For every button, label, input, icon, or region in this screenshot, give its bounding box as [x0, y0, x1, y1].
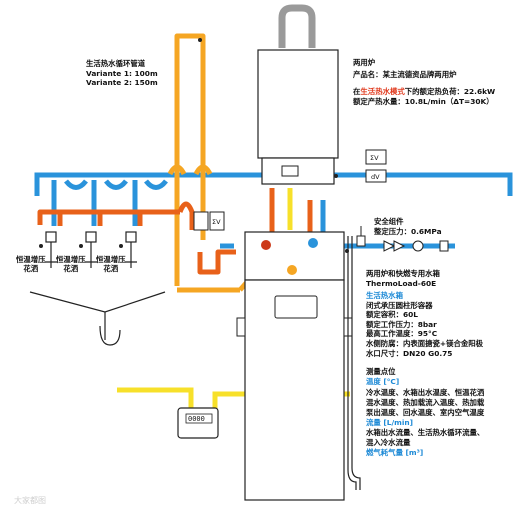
shower-valve-icons: [45, 231, 137, 268]
drain-pipe: [29, 236, 361, 490]
measure-temp-title: 温度 [°C]: [366, 377, 400, 386]
safety-title: 安全组件: [374, 217, 404, 226]
svg-text:0000: 0000: [188, 415, 205, 423]
shower-label-2: 恒温增压花洒: [56, 255, 86, 273]
measure-flow-title: 流量 [L/min]: [366, 418, 414, 427]
tank-line-3: 最高工作温度：95°C: [366, 329, 438, 338]
tank-title: 两用炉和快燃专用水箱: [366, 269, 440, 278]
measure-flow-line-1: 混入冷水流量: [366, 438, 411, 447]
boiler-load: 在生活热水模式下的额定热负荷：22.6kW: [353, 87, 496, 96]
measure-temp-line-1: 混水温度、热加载流入温度、热加载: [366, 398, 485, 407]
boiler-product: 产品名：某主流德资品牌两用炉: [353, 70, 457, 79]
circulation-title: 生活热水循环管道: [86, 59, 146, 68]
gas-meter-icon: 0000: [177, 407, 219, 439]
water-tank: [236, 231, 353, 501]
tank-model: ThermoLoad-60E: [366, 279, 437, 288]
svg-text:ΣV: ΣV: [370, 154, 379, 162]
measure-title: 测量点位: [366, 367, 396, 376]
flow-meter-icons: [193, 149, 387, 231]
tank-ports: [261, 238, 318, 275]
svg-text:dV: dV: [371, 173, 380, 181]
shower-label-1: 恒温增压花洒: [16, 255, 46, 273]
tank-line-5: 水口尺寸：DN20 G0.75: [366, 349, 453, 358]
svg-text:ΣV: ΣV: [212, 218, 221, 226]
circulation-variant-1: Variante 1: 100m: [86, 69, 158, 78]
boiler-flow: 额定产热水量：10.8L/min（ΔT=30K）: [353, 97, 494, 106]
tank-section: 生活热水箱: [366, 291, 403, 300]
boiler-title: 两用炉: [353, 58, 376, 67]
thermometer-icons: [39, 38, 349, 253]
circulation-variant-2: Variante 2: 150m: [86, 78, 158, 87]
measure-flow-line-0: 水箱出水流量、生活热水循环流量、: [366, 428, 485, 437]
tank-line-1: 额定容积：60L: [366, 310, 418, 319]
boiler: [257, 4, 339, 185]
heating-pipe: [37, 188, 313, 275]
safety-valve-icon: [356, 226, 366, 247]
measure-temp-line-2: 泵出温度、回水温度、室内空气温度: [366, 408, 485, 417]
cold-branch-loops: [64, 179, 168, 190]
measure-temp-line-0: 冷水温度、水箱出水温度、恒温花洒: [366, 388, 485, 397]
tank-line-4: 水侧防腐：内表面搪瓷+镁合金阳极: [366, 339, 484, 348]
check-valve-icon: [383, 240, 406, 252]
valve-labels: ΣV dV ΣV: [212, 154, 380, 226]
hot-crossover-loops: [167, 164, 213, 176]
watermark: 大家都图: [14, 496, 46, 505]
shower-label-3: 恒温增压花洒: [96, 255, 126, 273]
safety-pressure: 整定压力：0.6MPa: [374, 227, 442, 236]
pump-icon: [412, 240, 449, 252]
measure-gas-title: 燃气耗气量 [m³]: [366, 448, 424, 457]
tank-line-0: 闭式承压圆柱形容器: [366, 301, 433, 310]
tank-line-2: 额定工作压力：8bar: [366, 320, 437, 329]
